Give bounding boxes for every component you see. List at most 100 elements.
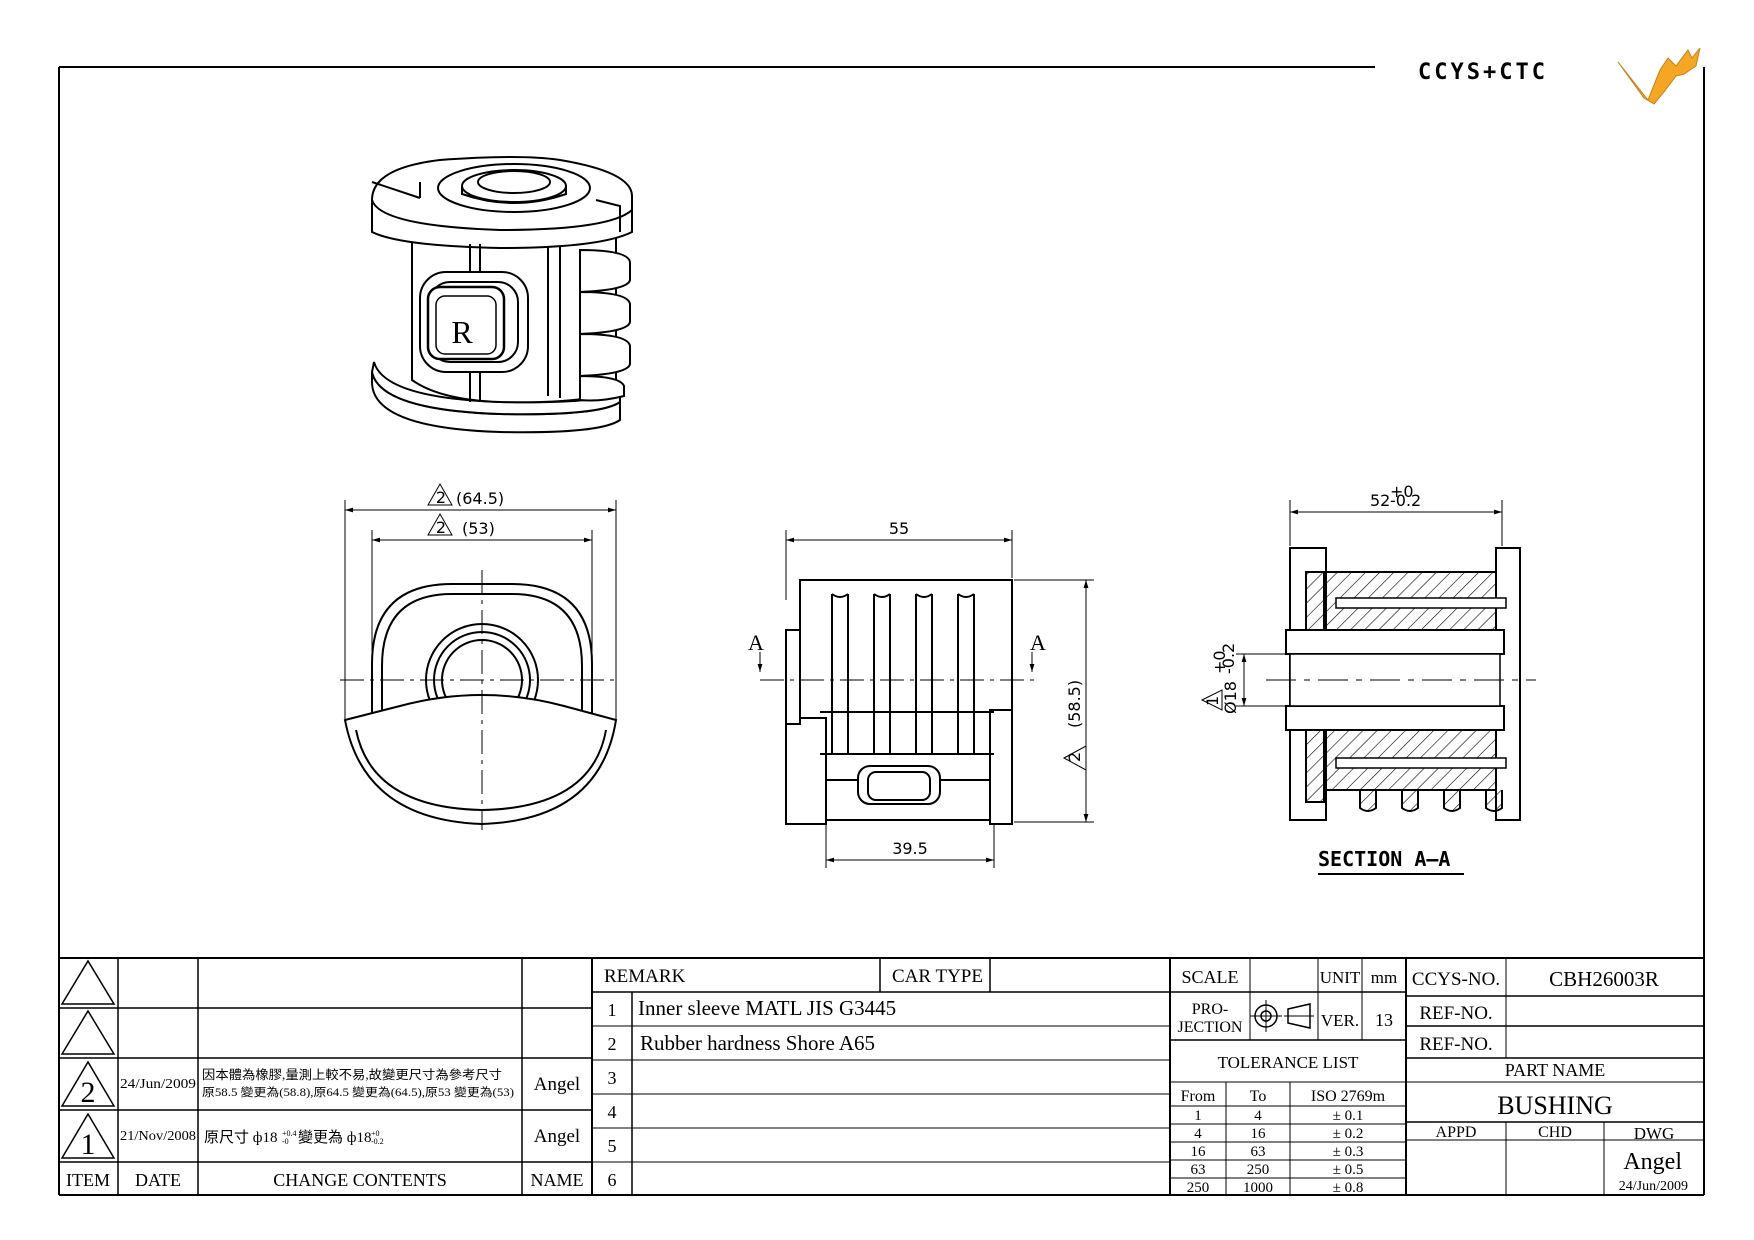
logo-text: CCYS+CTC: [1418, 60, 1548, 85]
dim-section-dia-tol-lower: -0.2: [1219, 643, 1238, 674]
part-name-value: BUSHING: [1497, 1091, 1613, 1120]
dim-section-width-tol-upper: +0: [1390, 482, 1414, 501]
bird-logo-icon: [1617, 47, 1701, 105]
dim-front-width: 55: [889, 519, 909, 538]
tol-to-1: 4: [1254, 1108, 1262, 1124]
rev-change-1-tol-b: -0: [282, 1137, 289, 1146]
rev-change-1-tol-a: +0.4: [282, 1129, 297, 1138]
rev-change-2b: 原58.5 變更為(58.8),原64.5 變更為(64.5),原53 變更為(…: [202, 1085, 514, 1099]
remark-no-6: 6: [608, 1170, 617, 1190]
tol-from-4: 63: [1191, 1162, 1206, 1178]
company-logo: CCYS+CTC: [1418, 47, 1701, 105]
scale-block: SCALE UNIT mm PRO- JECTION VER. 13 TOLER…: [1178, 967, 1398, 1196]
tol-iso-1: ± 0.1: [1333, 1108, 1364, 1124]
unit-value: mm: [1371, 968, 1397, 987]
car-type-label: CAR TYPE: [892, 966, 983, 987]
dim-top-outer: (64.5): [456, 489, 504, 508]
tol-to-5: 1000: [1243, 1180, 1273, 1196]
dim-section-dia: Ø18: [1221, 681, 1240, 714]
dim-front-height: (58.5): [1065, 680, 1084, 728]
remark-no-3: 3: [608, 1068, 617, 1088]
tol-to-2: 16: [1251, 1126, 1267, 1142]
ver-value: 13: [1375, 1010, 1393, 1030]
unit-label: UNIT: [1320, 968, 1361, 987]
tol-header-iso: ISO 2769m: [1311, 1088, 1386, 1105]
projection-label-1: PRO-: [1192, 1001, 1228, 1018]
section-title: SECTION A–A: [1318, 847, 1450, 871]
sheet-border: [58, 66, 1705, 1196]
iso-badge: R: [426, 285, 506, 361]
section-view: [1266, 547, 1536, 821]
tol-iso-4: ± 0.5: [1333, 1162, 1364, 1178]
dwg-date: 24/Jun/2009: [1619, 1179, 1688, 1194]
rev-mark-front-height: 2: [1065, 752, 1084, 762]
chd-label: CHD: [1538, 1124, 1572, 1141]
rev-mark-top-outer: 2: [436, 488, 446, 507]
tol-from-3: 16: [1191, 1144, 1207, 1160]
dwg-name: Angel: [1623, 1149, 1682, 1175]
identification-block: CCYS-NO. CBH26003R REF-NO. REF-NO. PART …: [1412, 967, 1688, 1194]
header-date: DATE: [135, 1170, 181, 1190]
scale-label: SCALE: [1181, 967, 1238, 987]
remark-no-1: 1: [608, 1000, 617, 1020]
tol-header-from: From: [1181, 1088, 1216, 1105]
tol-iso-3: ± 0.3: [1333, 1144, 1364, 1160]
header-name: NAME: [531, 1170, 584, 1190]
rev-name-2: Angel: [534, 1074, 580, 1095]
tol-from-5: 250: [1187, 1180, 1210, 1196]
cutting-plane: [757, 652, 1035, 672]
rev-change-1b: 變更為 ф18: [298, 1129, 371, 1146]
rev-date-2: 24/Jun/2009: [120, 1077, 196, 1092]
revision-block: 2 24/Jun/2009 因本體為橡膠,量測上較不易,故變更尺寸為參考尺寸 原…: [66, 1067, 584, 1190]
front-view: [760, 579, 1040, 825]
ref-no-label-2: REF-NO.: [1419, 1034, 1492, 1055]
remark-text-1: Inner sleeve MATL JIS G3445: [638, 996, 896, 1020]
rev-change-1-tol-d: -0.2: [371, 1137, 384, 1146]
remark-no-5: 5: [608, 1136, 617, 1156]
title-block-grid: [59, 957, 1704, 1195]
header-item: ITEM: [66, 1170, 110, 1190]
ref-no-label-1: REF-NO.: [1419, 1003, 1492, 1024]
ver-label: VER.: [1321, 1011, 1359, 1030]
section-dims: [1200, 500, 1503, 711]
remark-no-4: 4: [608, 1102, 617, 1122]
rev-change-1a: 原尺寸 ф18: [204, 1129, 277, 1146]
tol-from-1: 1: [1194, 1108, 1202, 1124]
remark-block: REMARK CAR TYPE 1 Inner sleeve MATL JIS …: [604, 966, 983, 1190]
dim-top-inner: (53): [462, 519, 495, 538]
cut-label-right: A: [1030, 630, 1046, 655]
tol-from-2: 4: [1194, 1126, 1202, 1142]
tol-iso-2: ± 0.2: [1333, 1126, 1364, 1142]
tol-iso-5: ± 0.8: [1333, 1180, 1364, 1196]
projection-symbol-icon: [1250, 1000, 1314, 1032]
tol-to-3: 63: [1251, 1144, 1266, 1160]
dim-front-bottom: 39.5: [892, 839, 928, 858]
front-view-dims: [785, 530, 1094, 868]
tol-header-to: To: [1250, 1088, 1267, 1105]
rev-name-1: Angel: [534, 1126, 580, 1147]
dim-section-width-tol-lower: -0.2: [1390, 491, 1421, 510]
dim-section-dia-tol-upper: +0: [1210, 650, 1229, 674]
header-change: CHANGE CONTENTS: [273, 1170, 447, 1190]
rev-change-1-tol-c: +0: [371, 1129, 380, 1138]
dim-section-width: 52: [1370, 491, 1390, 510]
rev-mark-section-dia: 1: [1203, 696, 1222, 706]
top-view-dims: [344, 482, 617, 720]
top-view: [340, 570, 620, 830]
remark-header: REMARK: [604, 966, 686, 987]
rev-item-1: 1: [81, 1128, 96, 1161]
cut-label-left: A: [748, 630, 764, 655]
rev-item-2: 2: [81, 1076, 96, 1109]
tolerance-title: TOLERANCE LIST: [1218, 1053, 1359, 1072]
iso-badge-letter: R: [451, 314, 473, 350]
ccys-no-label: CCYS-NO.: [1412, 969, 1500, 990]
rev-mark-top-inner: 2: [436, 518, 446, 537]
projection-label-2: JECTION: [1178, 1019, 1243, 1036]
remark-no-2: 2: [608, 1034, 617, 1054]
appd-label: APPD: [1436, 1124, 1477, 1141]
tol-to-4: 250: [1247, 1162, 1270, 1178]
rev-date-1: 21/Nov/2008: [120, 1129, 196, 1144]
ccys-no-value: CBH26003R: [1549, 967, 1659, 991]
remark-text-2: Rubber hardness Shore A65: [640, 1031, 875, 1055]
